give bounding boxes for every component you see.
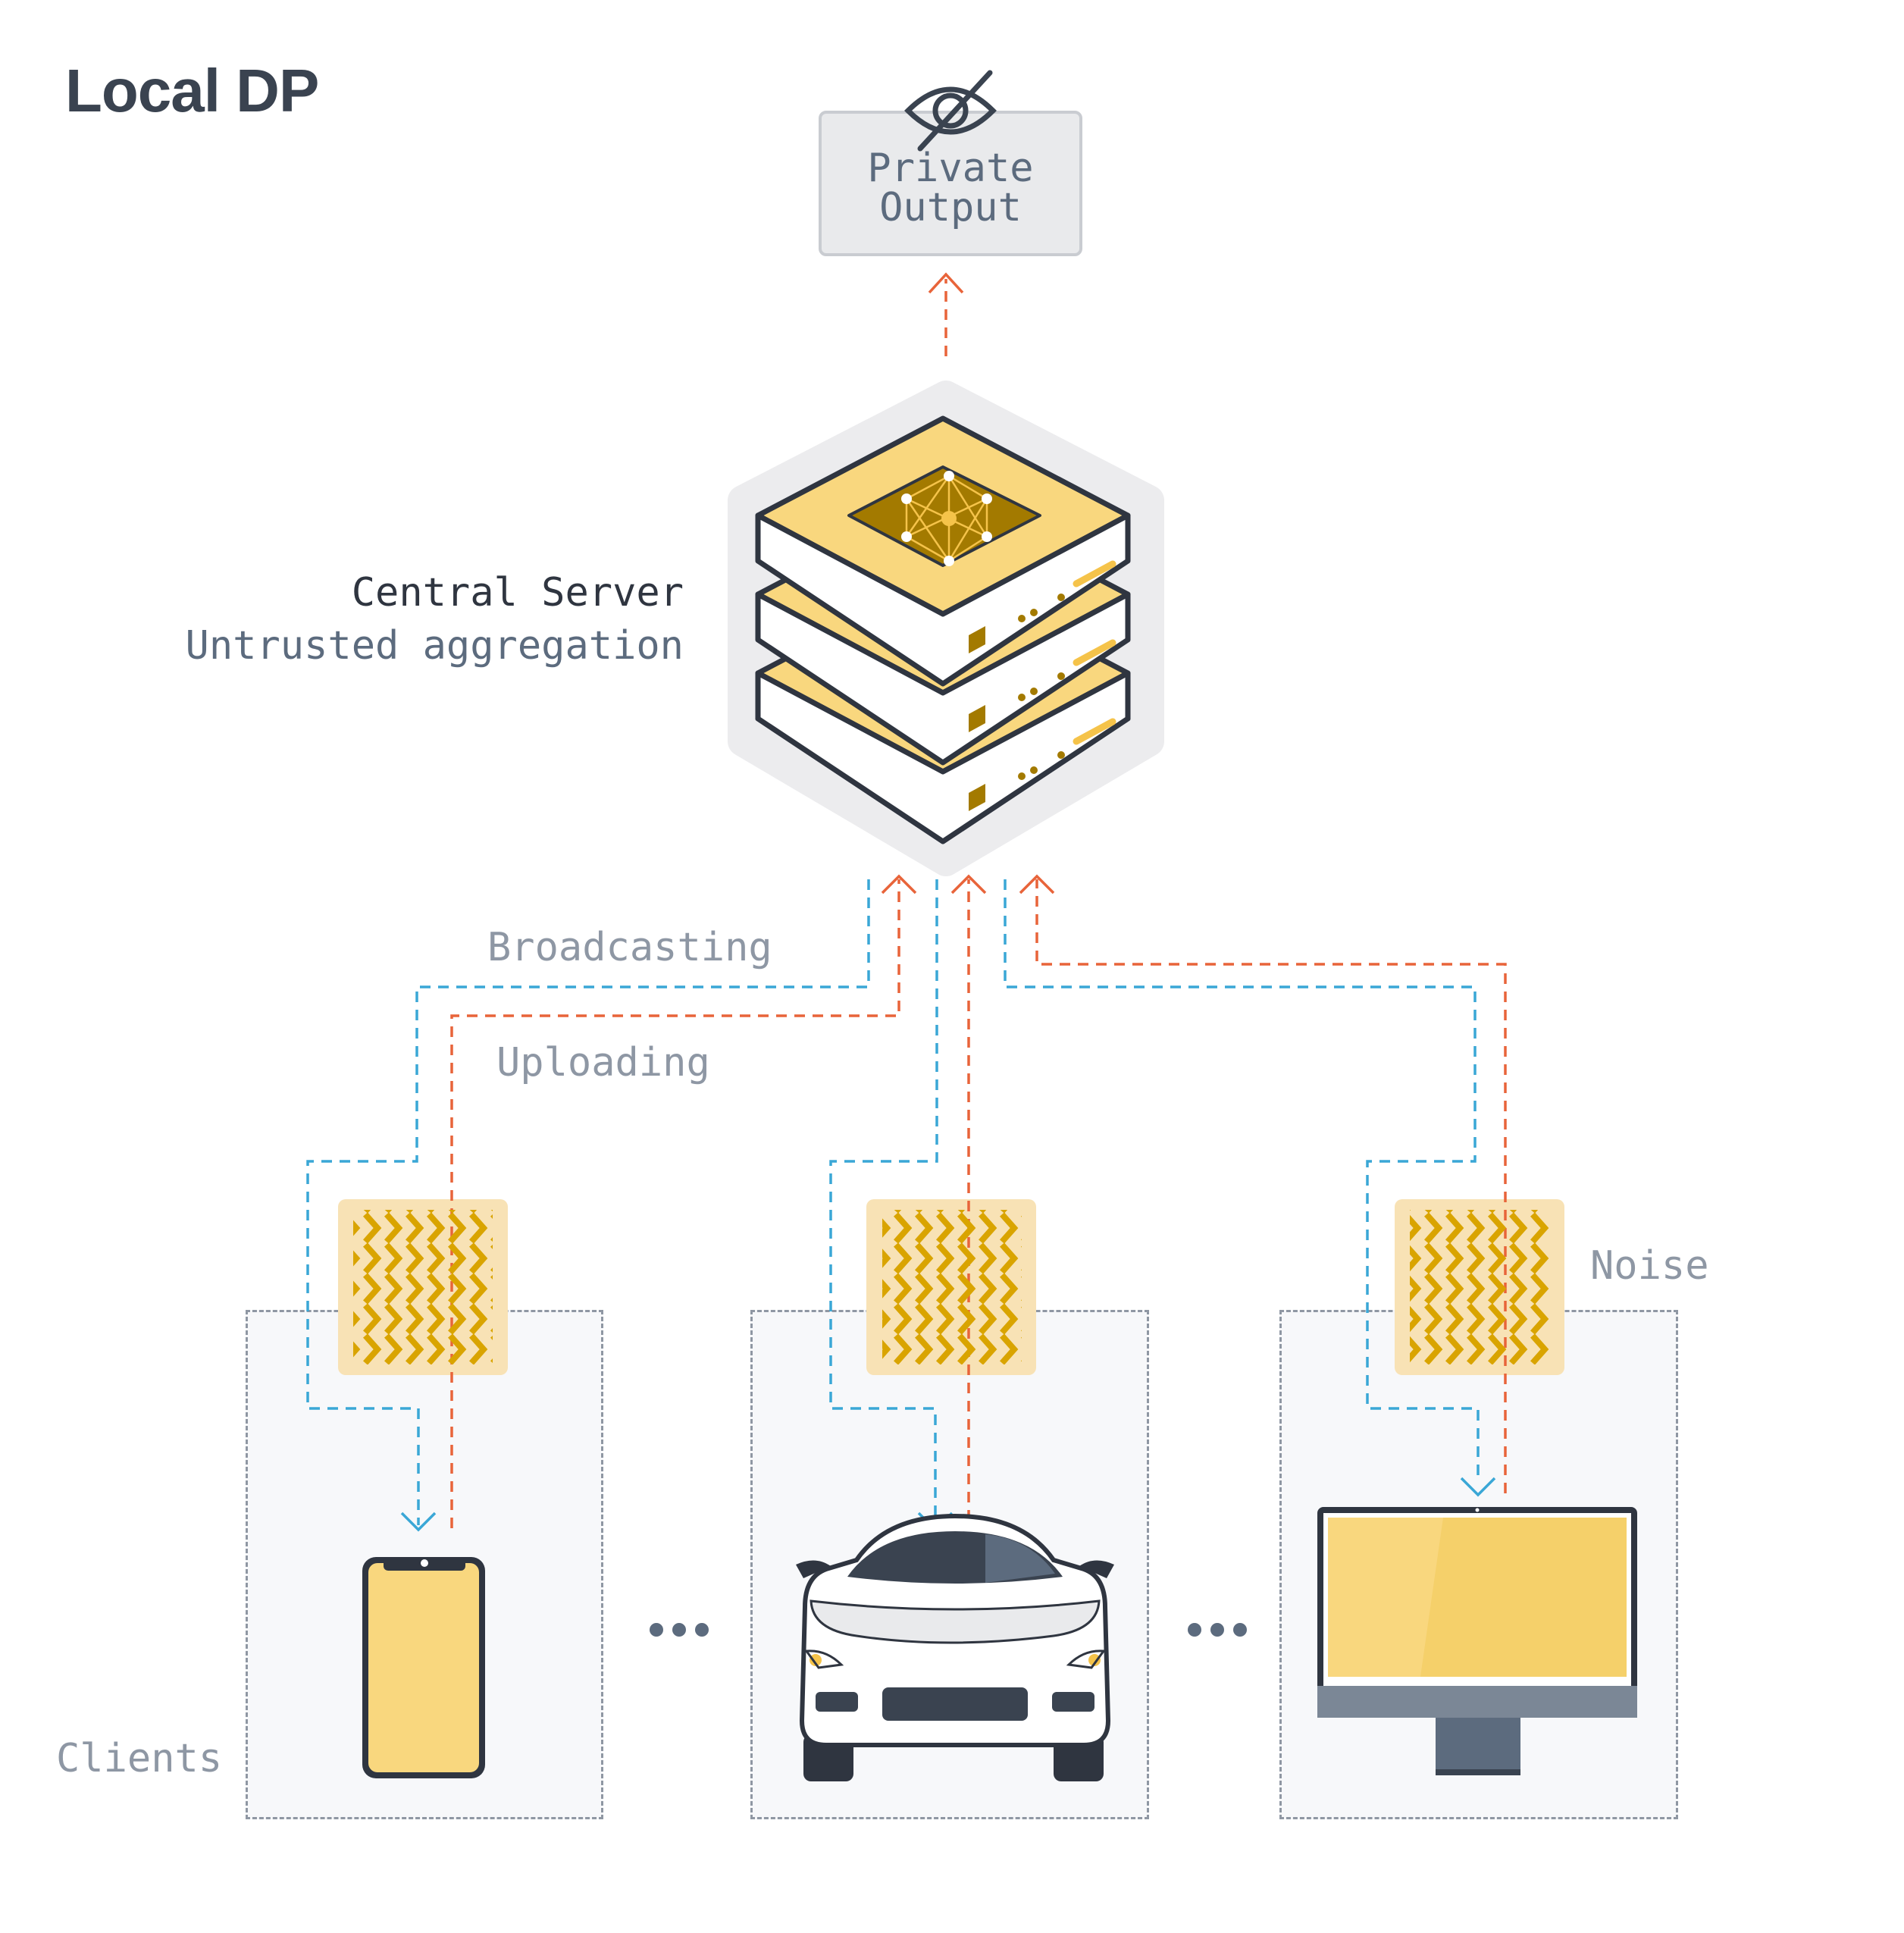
ellipsis-icon-2 (1188, 1623, 1247, 1637)
noise-pattern-2 (882, 1210, 1022, 1364)
uploading-label: Uploading (496, 1040, 710, 1086)
server-stack-icon (728, 381, 1164, 876)
noise-label: Noise (1590, 1243, 1709, 1289)
server-title: Central Server (351, 570, 684, 616)
upload-paths (450, 879, 1507, 1539)
diagram-title: Local DP (65, 57, 319, 124)
private-output-label: Private Output (819, 149, 1082, 227)
upload-arrowheads (881, 874, 1055, 894)
noise-pattern-1 (353, 1210, 493, 1364)
private-output-box (819, 111, 1082, 256)
private-output-line2: Output (879, 185, 1022, 230)
ellipsis-icon-1 (650, 1623, 709, 1637)
monitor-icon (1317, 1507, 1637, 1775)
smartphone-icon (362, 1557, 485, 1778)
broadcasting-label: Broadcasting (487, 925, 772, 970)
private-output-line1: Private (867, 146, 1034, 191)
server-subtitle: Untrusted aggregation (185, 623, 684, 669)
clients-label: Clients (56, 1736, 223, 1781)
eye-slash-icon (904, 70, 997, 152)
broadcast-paths (306, 879, 1480, 1525)
noise-pattern-3 (1410, 1210, 1549, 1364)
car-icon (796, 1513, 1114, 1781)
output-arrow (928, 272, 964, 356)
